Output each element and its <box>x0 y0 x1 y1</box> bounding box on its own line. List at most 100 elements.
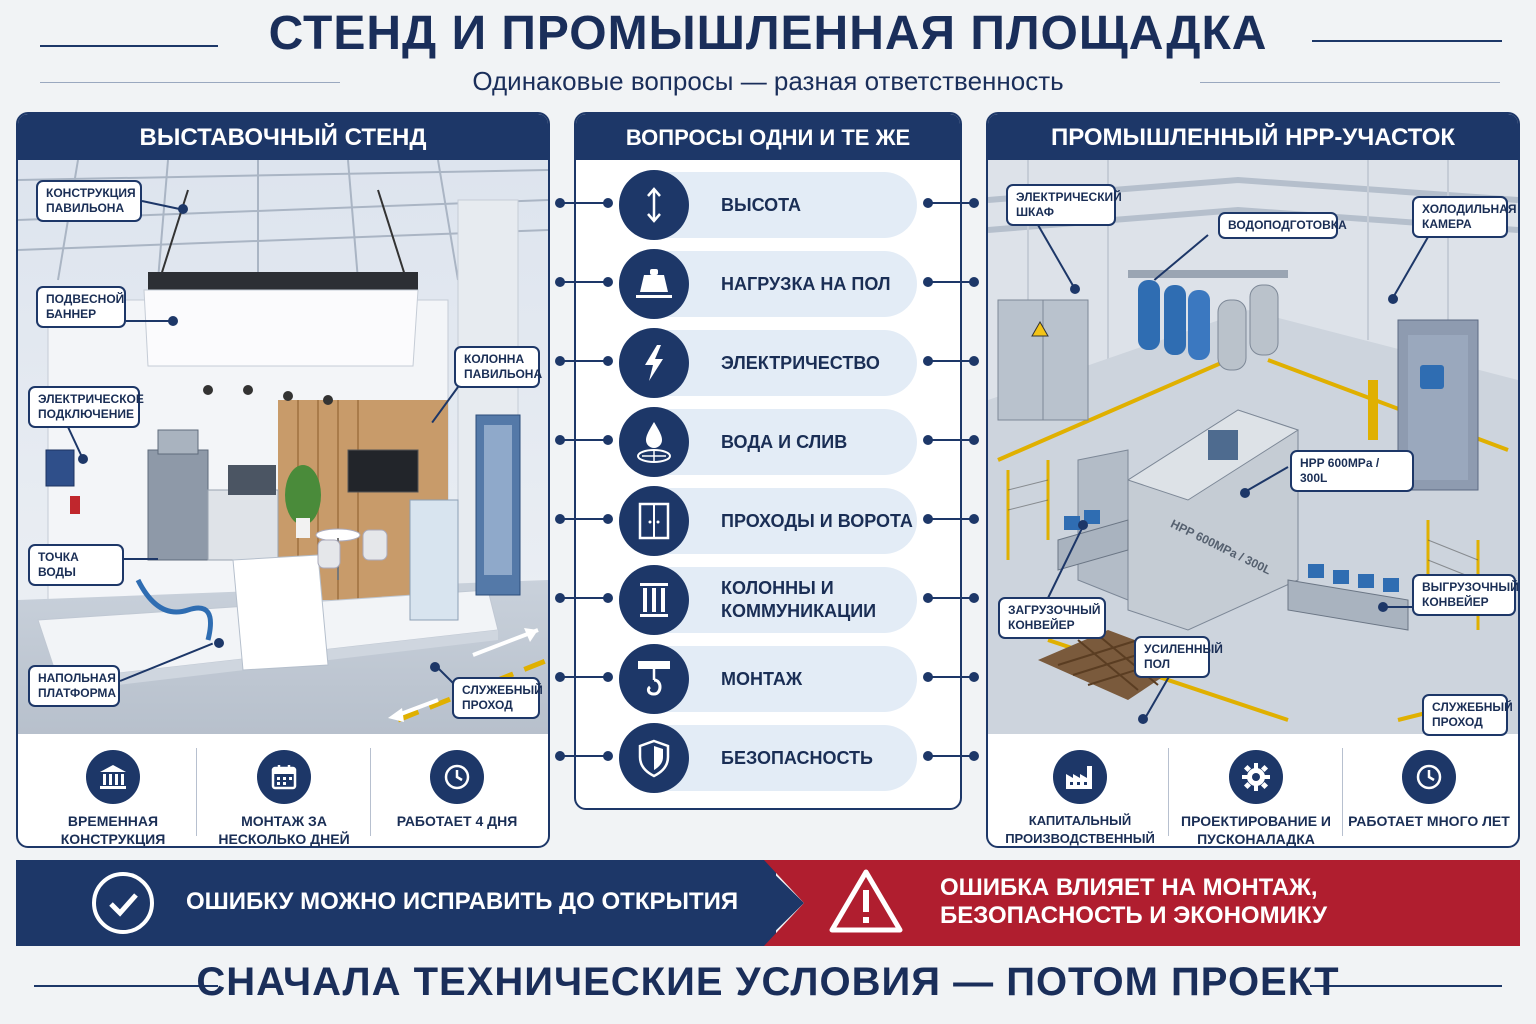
callout-pavilion-column: КОЛОННА ПАВИЛЬОНА <box>454 346 542 388</box>
question-safety: БЕЗОПАСНОСТЬ <box>619 723 917 793</box>
clock-icon <box>430 750 484 804</box>
question-label: МОНТАЖ <box>721 668 803 689</box>
connector-dot-left <box>603 435 613 445</box>
connector-dot-right <box>923 277 933 287</box>
connector-dot-right <box>923 514 933 524</box>
question-height: ВЫСОТА <box>619 170 917 240</box>
callout-loading-conveyor: ЗАГРУЗОЧНЫЙ КОНВЕЙЕР <box>998 597 1106 639</box>
connector-line-right <box>928 281 974 283</box>
exhibition-stand-panel: ВЫСТАВОЧНЫЙ СТЕНД <box>16 112 550 848</box>
connector-line-right <box>928 360 974 362</box>
connector-dot-right <box>923 198 933 208</box>
feature-divider <box>1342 748 1343 836</box>
header-rule-left <box>40 45 218 47</box>
header-rule-right <box>1312 40 1502 42</box>
question-label: КОЛОННЫ И КОММУНИКАЦИИ <box>721 578 877 621</box>
question-label: НАГРУЗКА НА ПОЛ <box>721 273 891 294</box>
connector-line-left <box>560 755 608 757</box>
question-floor-load: НАГРУЗКА НА ПОЛ <box>619 249 917 319</box>
connector-line-left <box>560 518 608 520</box>
connector-line-right <box>928 439 974 441</box>
industrial-site-scene: HPP 600MPa / 300L <box>988 160 1518 734</box>
banner-right-text: ОШИБКА ВЛИЯЕТ НА МОНТАЖ, БЕЗОПАСНОСТЬ И … <box>940 874 1327 929</box>
banner-fixable <box>16 860 776 946</box>
question-installation: МОНТАЖ <box>619 644 917 714</box>
callout-hpp-machine: HPP 600MPa / 300L <box>1290 450 1414 492</box>
footer-rule-left <box>34 985 218 987</box>
callout-leader <box>1384 606 1414 608</box>
feature-label: МОНТАЖ ЗА НЕСКОЛЬКО ДНЕЙ <box>218 813 350 847</box>
connector-line-right <box>928 518 974 520</box>
connector-line-left <box>560 676 608 678</box>
page-subtitle: Одинаковые вопросы — разная ответственно… <box>472 66 1064 96</box>
callout-dot <box>168 316 178 326</box>
questions-panel: ВОПРОСЫ ОДНИ И ТЕ ЖЕ ВЫСОТА НАГРУЗКА НА … <box>574 112 962 810</box>
industrial-site-panel: ПРОМЫШЛЕННЫЙ HPP-УЧАСТОК <box>986 112 1520 848</box>
question-label: ЭЛЕКТРИЧЕСТВО <box>721 352 880 373</box>
question-passages-gates: ПРОХОДЫ И ВОРОТА <box>619 486 917 556</box>
connector-dot-left <box>555 435 565 445</box>
warning-icon <box>828 866 904 936</box>
footer-slogan: СНАЧАЛА ТЕХНИЧЕСКИЕ УСЛОВИЯ — ПОТОМ ПРОЕ… <box>196 960 1340 1004</box>
feature-works-4-days: РАБОТАЕТ 4 ДНЯ <box>372 750 542 830</box>
banner-left-text: ОШИБКУ МОЖНО ИСПРАВИТЬ ДО ОТКРЫТИЯ <box>186 888 739 915</box>
connector-dot-left <box>555 277 565 287</box>
connector-line-left <box>560 597 608 599</box>
columns-icon <box>619 565 689 635</box>
callout-electric-cabinet: ЭЛЕКТРИЧЕСКИЙ ШКАФ <box>1006 184 1122 226</box>
feature-divider <box>1168 748 1169 836</box>
feature-design-commissioning: ПРОЕКТИРОВАНИЕ И ПУСКОНАЛАДКА <box>1170 750 1342 846</box>
feature-label: КАПИТАЛЬНЫЙ ПРОИЗВОДСТВЕННЫЙ КОНТУР <box>1005 813 1155 846</box>
callout-dot <box>1070 284 1080 294</box>
feature-divider <box>370 748 371 836</box>
callout-reinforced-floor: УСИЛЕННЫЙ ПОЛ <box>1134 636 1223 678</box>
connector-dot-left <box>603 751 613 761</box>
factory-icon <box>1053 750 1107 804</box>
connector-dot-left <box>603 277 613 287</box>
connector-line-right <box>928 676 974 678</box>
callout-leader <box>126 320 170 322</box>
feature-temporary-structure: ВРЕМЕННАЯ КОНСТРУКЦИЯ <box>28 750 198 847</box>
footer-rule-right <box>1310 985 1502 987</box>
callout-service-passage: СЛУЖЕБНЫЙ ПРОХОД <box>452 677 543 719</box>
connector-dot-right <box>923 435 933 445</box>
clock-icon <box>1402 750 1456 804</box>
connector-dot-right <box>923 672 933 682</box>
door-icon <box>619 486 689 556</box>
question-columns-utilities: КОЛОННЫ И КОММУНИКАЦИИ <box>619 565 917 635</box>
callout-dot <box>178 204 188 214</box>
connector-dot-left <box>603 198 613 208</box>
connector-dot-right <box>969 356 979 366</box>
height-arrow-icon <box>619 170 689 240</box>
callout-water-treatment: ВОДОПОДГОТОВКА <box>1218 212 1347 239</box>
connector-dot-right <box>969 435 979 445</box>
connector-dot-left <box>555 514 565 524</box>
callout-floor-platform: НАПОЛЬНАЯ ПЛАТФОРМА <box>28 665 120 707</box>
header-rule-left-2 <box>40 82 340 83</box>
callout-electric-connection: ЭЛЕКТРИЧЕСКОЕ ПОДКЛЮЧЕНИЕ <box>28 386 144 428</box>
callout-service-passage-right: СЛУЖЕБНЫЙ ПРОХОД <box>1422 694 1513 736</box>
connector-dot-right <box>923 356 933 366</box>
connector-dot-left <box>603 593 613 603</box>
feature-install-days: МОНТАЖ ЗА НЕСКОЛЬКО ДНЕЙ <box>198 750 370 847</box>
header-rule-right-2 <box>1200 82 1500 83</box>
connector-line-left <box>560 439 608 441</box>
connector-dot-left <box>555 198 565 208</box>
building-icon <box>86 750 140 804</box>
connector-dot-right <box>969 751 979 761</box>
connector-dot-left <box>603 514 613 524</box>
feature-divider <box>196 748 197 836</box>
connector-dot-left <box>603 672 613 682</box>
callout-dot <box>1078 520 1088 530</box>
callout-pavilion-structure: КОНСТРУКЦИЯ ПАВИЛЬОНА <box>36 180 142 222</box>
callout-dot <box>1378 602 1388 612</box>
callout-cold-room: ХОЛОДИЛЬНАЯ КАМЕРА <box>1412 196 1517 238</box>
feature-label: ВРЕМЕННАЯ КОНСТРУКЦИЯ <box>60 813 166 847</box>
connector-dot-left <box>555 751 565 761</box>
callout-dot <box>1240 488 1250 498</box>
connector-dot-right <box>969 514 979 524</box>
connector-line-left <box>560 202 608 204</box>
connector-line-right <box>928 755 974 757</box>
questions-title: ВОПРОСЫ ОДНИ И ТЕ ЖЕ <box>576 114 960 160</box>
check-circle-icon <box>90 870 156 936</box>
